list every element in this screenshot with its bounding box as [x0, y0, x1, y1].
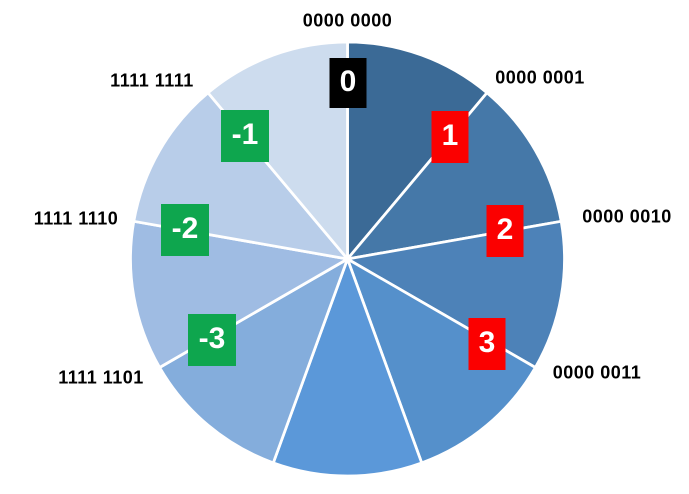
binary-label-0000-0000: 0000 0000	[302, 10, 393, 31]
wheel-slice-5	[158, 257, 349, 465]
decimal-badge-neg-2: -2	[161, 204, 209, 256]
wheel-slice-0	[346, 40, 489, 261]
decimal-badge-neg-3: -3	[188, 314, 236, 366]
binary-label-1111-1110: 1111 1110	[33, 208, 119, 229]
decimal-badge-1: 1	[431, 111, 469, 163]
decimal-badge-2: 2	[486, 205, 524, 257]
wheel-slice-6	[129, 219, 349, 369]
decimal-badge-3: 3	[468, 318, 506, 370]
wheel-slice-3	[346, 257, 537, 465]
binary-label-1111-1101: 1111 1101	[58, 367, 144, 388]
binary-label-0000-0011: 0000 0011	[552, 362, 642, 383]
binary-label-1111-1111: 1111 1111	[110, 70, 194, 91]
wheel-slice-4	[271, 257, 424, 478]
wheel-slice-8	[206, 40, 349, 261]
wheel-slice-2	[346, 219, 566, 369]
binary-label-0000-0010: 0000 0010	[582, 206, 672, 227]
decimal-badge-neg-1: -1	[221, 110, 269, 162]
binary-label-0000-0001: 0000 0001	[495, 67, 585, 88]
decimal-badge-0: 0	[329, 58, 367, 108]
